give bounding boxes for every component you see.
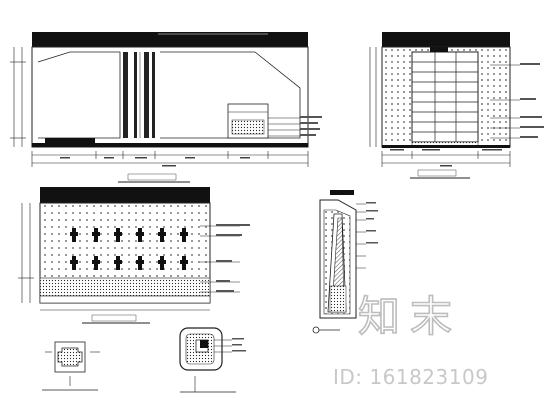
- elevation-b: [369, 32, 544, 179]
- detail-corner-profile: [179, 327, 246, 393]
- elevation-a: [10, 32, 322, 183]
- section-detail: [312, 190, 378, 334]
- elevation-c: [18, 187, 250, 324]
- detail-column-plan: [42, 341, 100, 391]
- watermark-logo-text: 知末: [357, 291, 463, 342]
- watermark-id: ID: 161823109: [333, 365, 489, 389]
